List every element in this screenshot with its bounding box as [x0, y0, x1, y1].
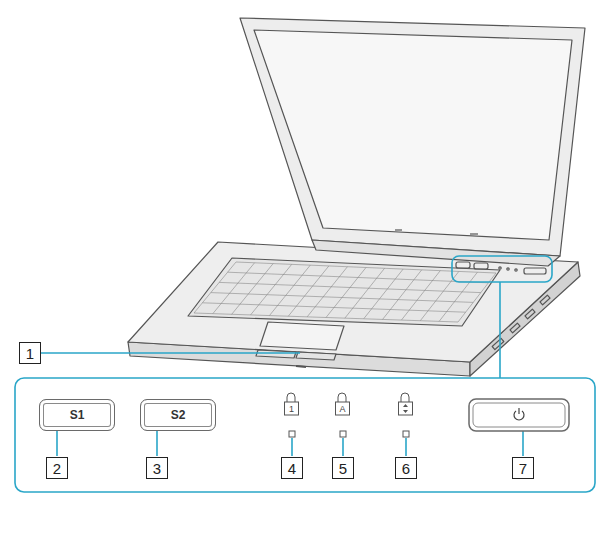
- laptop-lid: [240, 18, 585, 256]
- button-label: S2: [171, 408, 186, 422]
- detail-panel: [15, 378, 595, 492]
- callout-number: 3: [146, 457, 168, 479]
- callout-number: 5: [332, 457, 354, 479]
- laptop-display: [254, 30, 572, 240]
- leader-line: [56, 431, 58, 456]
- lock-body: [336, 402, 350, 415]
- callout-number: 2: [46, 457, 68, 479]
- leader-line: [522, 431, 524, 456]
- button-key: S2: [140, 399, 216, 431]
- indicator-led: [289, 431, 295, 437]
- leader-line: [156, 431, 158, 456]
- highlight-frame: [452, 256, 552, 282]
- scroll-arrows: [403, 404, 408, 413]
- callout-number: 4: [281, 457, 303, 479]
- lock-glyph: 1: [286, 404, 298, 414]
- lock-body: [285, 402, 299, 415]
- callout-number: 1: [19, 342, 41, 364]
- power-button: [469, 399, 569, 431]
- lock-shackle: [287, 393, 295, 402]
- leader-line: [291, 438, 293, 456]
- leader-line: [41, 352, 300, 354]
- keyboard: [188, 258, 500, 326]
- indicator-led: [403, 431, 409, 437]
- callout-number: 7: [512, 457, 534, 479]
- lock-body: [399, 402, 413, 415]
- callout-number: 6: [395, 457, 417, 479]
- lock-glyph: A: [337, 404, 349, 414]
- leader-line: [342, 438, 344, 456]
- indicator-led: [340, 431, 346, 437]
- leader-line: [405, 438, 407, 456]
- button-label: S1: [70, 408, 85, 422]
- button-key: S1: [39, 399, 115, 431]
- leader-line: [499, 282, 501, 378]
- touchpad: [260, 322, 344, 350]
